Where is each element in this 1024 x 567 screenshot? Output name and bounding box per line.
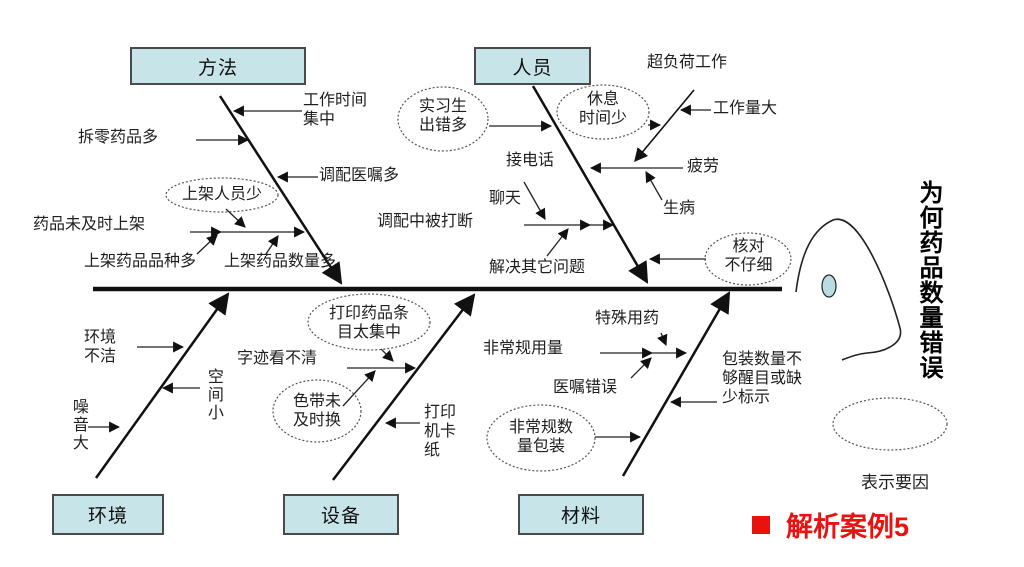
cause-unusual-dosage: 非常规用量	[483, 340, 564, 357]
cause-ribbon-not-replaced: 色带未 及时换	[292, 393, 341, 429]
cause-chatting: 聊天	[489, 190, 522, 207]
cause-unusual-quantity-packaging: 非常规数 量包装	[508, 419, 573, 455]
method-bone	[218, 95, 343, 285]
category-box-material: 材料	[518, 494, 644, 535]
cause-overload-work: 超负荷工作	[647, 54, 728, 71]
ellipse-shelving-staff-few	[165, 177, 279, 213]
ellipse-check-not-careful	[704, 232, 792, 286]
legend-label: 表示要因	[861, 473, 929, 492]
cause-split-drugs-many: 拆零药品多	[78, 129, 159, 146]
fish-head	[795, 218, 902, 361]
red-square-bullet-icon	[752, 515, 770, 534]
category-label-material: 材料	[560, 506, 601, 527]
cause-dispensing-orders-many: 调配医嘱多	[319, 167, 400, 184]
cause-check-not-careful: 核对 不仔细	[724, 238, 773, 274]
ellipse-unusual-packaging	[486, 404, 596, 472]
cause-workload-large: 工作量大	[713, 100, 778, 117]
category-box-personnel: 人员	[474, 47, 591, 85]
key-factor-ellipses	[165, 84, 948, 472]
cause-handwriting-unclear: 字迹看不清	[237, 350, 318, 367]
cause-shelved-variety-many: 上架药品品种多	[84, 253, 197, 270]
category-label-environment: 环境	[87, 506, 128, 527]
cause-intern-errors-many: 实习生 出错多	[418, 98, 467, 134]
cause-illness: 生病	[663, 200, 696, 217]
cause-interrupted-while-dispensing: 调配中被打断	[377, 213, 474, 230]
cause-printer-paper-jam: 打印 机卡 纸	[424, 404, 457, 459]
ellipse-print-entries	[307, 293, 431, 351]
cause-environment-unclean: 环境 不洁	[84, 329, 117, 365]
overload-branch-bone	[634, 89, 695, 163]
category-box-equipment: 设备	[283, 494, 399, 535]
cause-work-time-concentrated: 工作时间 集中	[303, 92, 368, 128]
legend-ellipse	[832, 397, 948, 451]
cause-shelving-staff-few: 上架人员少	[181, 186, 262, 203]
equipment-bone	[332, 293, 476, 481]
personnel-bone	[531, 85, 649, 284]
category-box-environment: 环境	[52, 494, 164, 535]
category-label-method: 方法	[197, 57, 238, 79]
fish-head-outline	[795, 218, 902, 361]
cause-fatigue: 疲劳	[687, 158, 720, 175]
cause-space-small: 空间小	[204, 368, 222, 422]
cause-shelved-quantity-many: 上架药品数量多	[224, 253, 337, 270]
caption-text: 解析案例5	[786, 512, 910, 542]
cause-arrows	[88, 104, 717, 443]
category-label-personnel: 人员	[512, 57, 553, 79]
ellipse-rest-time-short	[556, 84, 650, 140]
material-bone	[621, 291, 731, 477]
category-box-method: 方法	[130, 47, 306, 85]
cause-noise-loud: 噪音大	[69, 398, 87, 452]
cause-drugs-not-shelved-timely: 药品未及时上架	[33, 216, 146, 233]
problem-title: 为何药品数量错误	[915, 180, 942, 380]
ellipse-intern-errors	[397, 86, 489, 152]
fish-eye	[821, 274, 837, 298]
cause-rest-time-short: 休息 时间少	[578, 91, 627, 127]
cause-packaging-not-noticeable: 包装数量不 够醒目或缺 少标示	[722, 351, 803, 406]
category-label-equipment: 设备	[320, 506, 361, 527]
cause-answering-phone: 接电话	[506, 152, 555, 169]
cause-order-errors: 医嘱错误	[553, 379, 618, 396]
cause-print-entries-concentrated: 打印药品条 目太集中	[328, 305, 409, 341]
ellipse-ribbon	[272, 379, 362, 443]
cause-special-medication: 特殊用药	[595, 310, 660, 327]
slide-caption: 解析案例5	[752, 505, 909, 544]
cause-solving-other-problems: 解决其它问题	[489, 259, 586, 276]
main-bones	[94, 85, 731, 481]
